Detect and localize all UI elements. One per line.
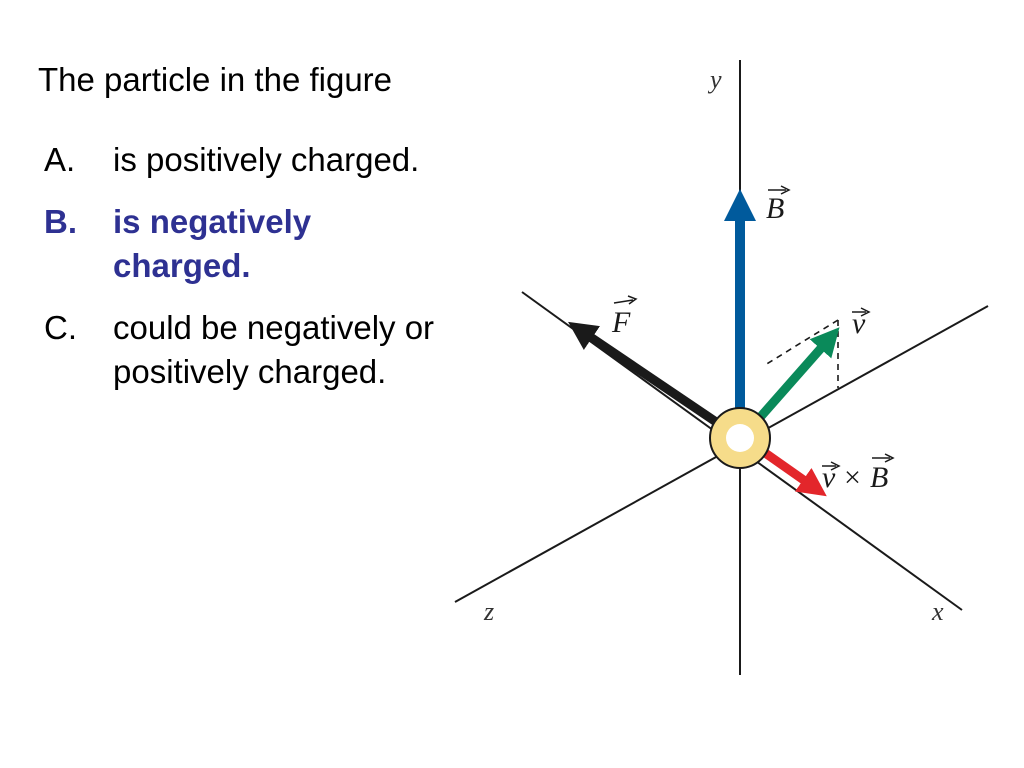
vxb-vector-arrow xyxy=(755,444,827,497)
b-vector-label: B xyxy=(766,185,791,225)
f-label-arrow-head xyxy=(627,295,638,305)
y-axis-label: y xyxy=(707,65,722,94)
option-a-letter: A. xyxy=(44,141,76,178)
z-axis-label: z xyxy=(483,597,494,626)
f-vector-arrow xyxy=(568,321,728,432)
vxb-label-b: B xyxy=(870,461,888,494)
vxb-vector-label: v × B xyxy=(822,453,895,494)
vxb-label-v-arrow-head xyxy=(830,461,841,471)
option-c-text: could be negatively or positively charge… xyxy=(113,309,435,390)
b-label-arrow-head xyxy=(780,185,791,195)
v-vector-label: v xyxy=(852,307,871,340)
v-vector-arrow xyxy=(752,327,840,425)
option-c: C. could be negatively or positively cha… xyxy=(44,306,514,394)
v-label-arrow-head xyxy=(860,307,871,317)
vxb-label-op: × xyxy=(844,461,861,494)
question-title: The particle in the figure xyxy=(38,61,393,98)
f-label-arrow xyxy=(613,299,634,304)
x-axis-label: x xyxy=(931,597,944,626)
b-label-text: B xyxy=(766,192,784,225)
f-vector-label: F xyxy=(611,295,638,339)
option-a: A. is positively charged. xyxy=(44,138,514,182)
particle-highlight xyxy=(726,424,754,452)
option-b-text: is negatively charged. xyxy=(113,203,312,284)
option-c-letter: C. xyxy=(44,309,77,346)
vxb-label-b-arrow-head xyxy=(884,453,895,463)
option-a-text: is positively charged. xyxy=(113,141,420,178)
answer-options: A. is positively charged. B. is negative… xyxy=(44,138,514,412)
option-b: B. is negatively charged. xyxy=(44,200,514,288)
option-b-letter: B. xyxy=(44,203,77,240)
f-label-text: F xyxy=(611,306,631,339)
vector-diagram: y z x B F v v × B xyxy=(454,60,989,675)
